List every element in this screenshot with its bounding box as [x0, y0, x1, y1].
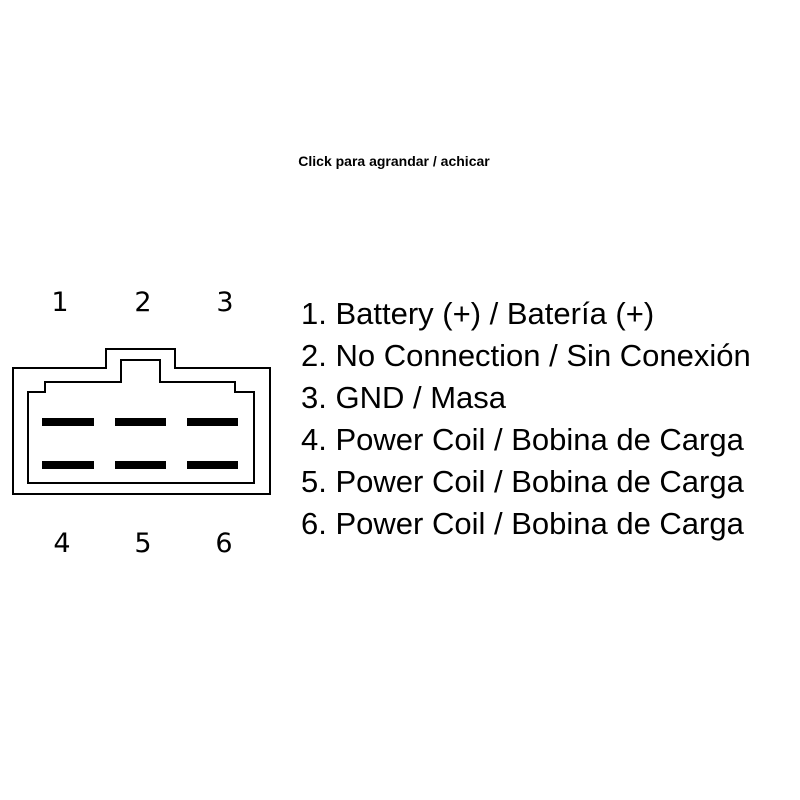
- legend-item-1: 1. Battery (+) / Batería (+): [301, 296, 655, 331]
- pin-number-4: 4: [53, 528, 70, 559]
- connector-housing-outline: [12, 348, 271, 495]
- pin-number-2: 2: [134, 287, 151, 318]
- legend-item-3: 3. GND / Masa: [301, 380, 506, 415]
- legend-item-2: 2. No Connection / Sin Conexión: [301, 338, 751, 373]
- pin-number-6: 6: [215, 528, 232, 559]
- connector-cavity-outline: [27, 359, 255, 484]
- pin-number-5: 5: [134, 528, 151, 559]
- zoom-toggle-link[interactable]: Click para agrandar / achicar: [298, 153, 490, 169]
- terminal-6: [187, 461, 238, 469]
- legend-item-6: 6. Power Coil / Bobina de Carga: [301, 506, 744, 541]
- pin-number-3: 3: [216, 287, 233, 318]
- terminal-5: [115, 461, 166, 469]
- connector-diagram: 1 2 3 4 5 6: [12, 287, 271, 559]
- terminal-1: [42, 418, 94, 426]
- pin-legend: 1. Battery (+) / Batería (+) 2. No Conne…: [301, 293, 751, 545]
- terminal-3: [187, 418, 238, 426]
- pin-number-1: 1: [51, 287, 68, 318]
- legend-item-5: 5. Power Coil / Bobina de Carga: [301, 464, 744, 499]
- legend-item-4: 4. Power Coil / Bobina de Carga: [301, 422, 744, 457]
- terminal-4: [42, 461, 94, 469]
- terminal-2: [115, 418, 166, 426]
